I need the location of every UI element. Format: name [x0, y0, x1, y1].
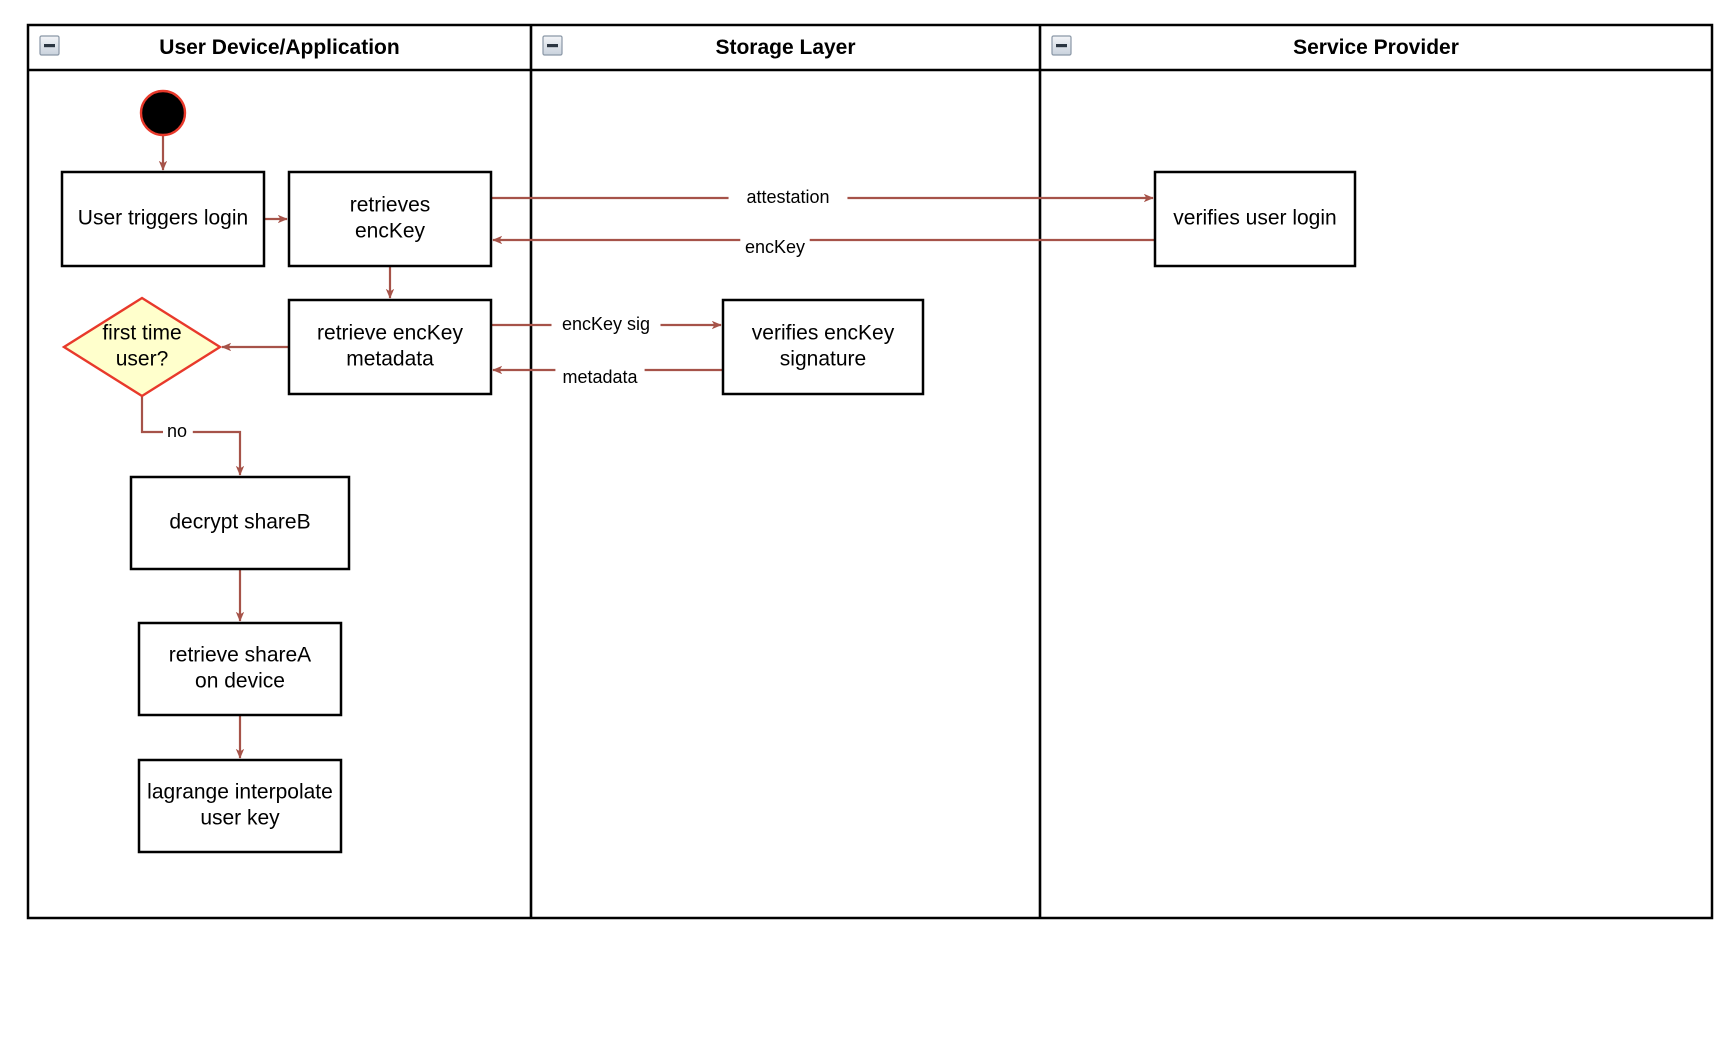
edge-label: no — [167, 421, 187, 441]
minus-box-icon[interactable] — [39, 35, 60, 56]
node-label-line: user? — [116, 348, 169, 371]
node-label-line: decrypt shareB — [169, 511, 310, 534]
swimlane-storage: Storage Layer — [529, 25, 856, 918]
edge-label-backdrop — [555, 365, 645, 392]
action-box — [60, 170, 266, 268]
minus-box-icon-glyph — [44, 44, 55, 48]
edge-label: metadata — [562, 367, 638, 387]
edge-enckey-sig-label: encKey sig — [551, 312, 661, 339]
lane-title: Storage Layer — [715, 36, 855, 59]
node-label-line: lagrange interpolate — [147, 781, 333, 804]
swimlane-lanes: User Device/Application Storage Layer Serv… — [39, 25, 1459, 918]
node-retrieve-sharea-on-device[interactable]: retrieve shareA on device — [137, 621, 343, 717]
node-verifies-enckey-signature[interactable]: verifies encKey signature — [721, 298, 925, 396]
edge-label-backdrop — [728, 185, 848, 212]
node-label-line: retrieve shareA — [169, 644, 311, 667]
node-label-line: User triggers login — [78, 207, 248, 230]
action-box — [721, 298, 925, 396]
minus-box-icon-glyph — [547, 44, 558, 48]
nodes-layer: User triggers loginretrievesencKeyretrie… — [60, 89, 1357, 854]
minus-box-icon[interactable] — [1051, 35, 1072, 56]
node-label-line: user key — [200, 807, 280, 830]
node-verifies-user-login[interactable]: verifies user login — [1153, 170, 1357, 268]
edge-label: encKey sig — [562, 314, 650, 334]
node-label-line: signature — [780, 348, 866, 371]
node-label-line: first time — [102, 322, 181, 345]
edge-label: attestation — [746, 187, 829, 207]
node-label-line: verifies user login — [1173, 207, 1336, 230]
node-label-line: encKey — [355, 220, 426, 243]
action-box — [287, 298, 493, 396]
node-lagrange-interpolate-user-key[interactable]: lagrange interpolate user key — [137, 758, 343, 854]
node-label-line: metadata — [346, 348, 434, 371]
minus-box-icon-glyph — [1056, 44, 1067, 48]
node-first-time-user[interactable]: first time user? — [61, 296, 223, 398]
node-label-line: verifies encKey — [752, 322, 895, 345]
action-box — [129, 475, 351, 571]
swimlane-service-provider: Service Provider — [1038, 25, 1459, 918]
edge-label-backdrop — [163, 419, 193, 446]
node-retrieves-enckey[interactable]: retrieves encKey — [287, 170, 493, 268]
edge-label-backdrop — [551, 312, 661, 339]
action-box — [287, 170, 493, 268]
action-box — [137, 621, 343, 717]
decision-diamond — [61, 296, 223, 398]
lane-title: Service Provider — [1293, 36, 1459, 59]
node-decrypt-shareb[interactable]: decrypt shareB — [129, 475, 351, 571]
action-box — [1153, 170, 1357, 268]
edge-label: encKey — [745, 237, 805, 257]
node-retrieve-enckey-metadata[interactable]: retrieve encKey metadata — [287, 298, 493, 396]
lane-title: User Device/Application — [159, 36, 399, 59]
edge-labels-layer: attestation encKey encKey sig metadata no — [163, 185, 848, 446]
node-label-line: retrieve encKey — [317, 322, 463, 345]
node-label-line: retrieves — [350, 194, 431, 217]
start-node-icon — [139, 89, 187, 137]
edge-label-backdrop — [740, 235, 810, 262]
node-user-triggers-login[interactable]: User triggers login — [60, 170, 266, 268]
edge-decision-no-label: no — [163, 419, 193, 446]
action-box — [137, 758, 343, 854]
minus-box-icon[interactable] — [542, 35, 563, 56]
edge-attestation-label: attestation — [728, 185, 848, 212]
swimlane-user-device: User Device/Application — [39, 35, 400, 59]
node-label-line: on device — [195, 670, 285, 693]
node-start[interactable] — [139, 89, 187, 137]
edge-enckey-return-label: encKey — [740, 235, 810, 262]
edge-metadata-return-label: metadata — [555, 365, 645, 392]
